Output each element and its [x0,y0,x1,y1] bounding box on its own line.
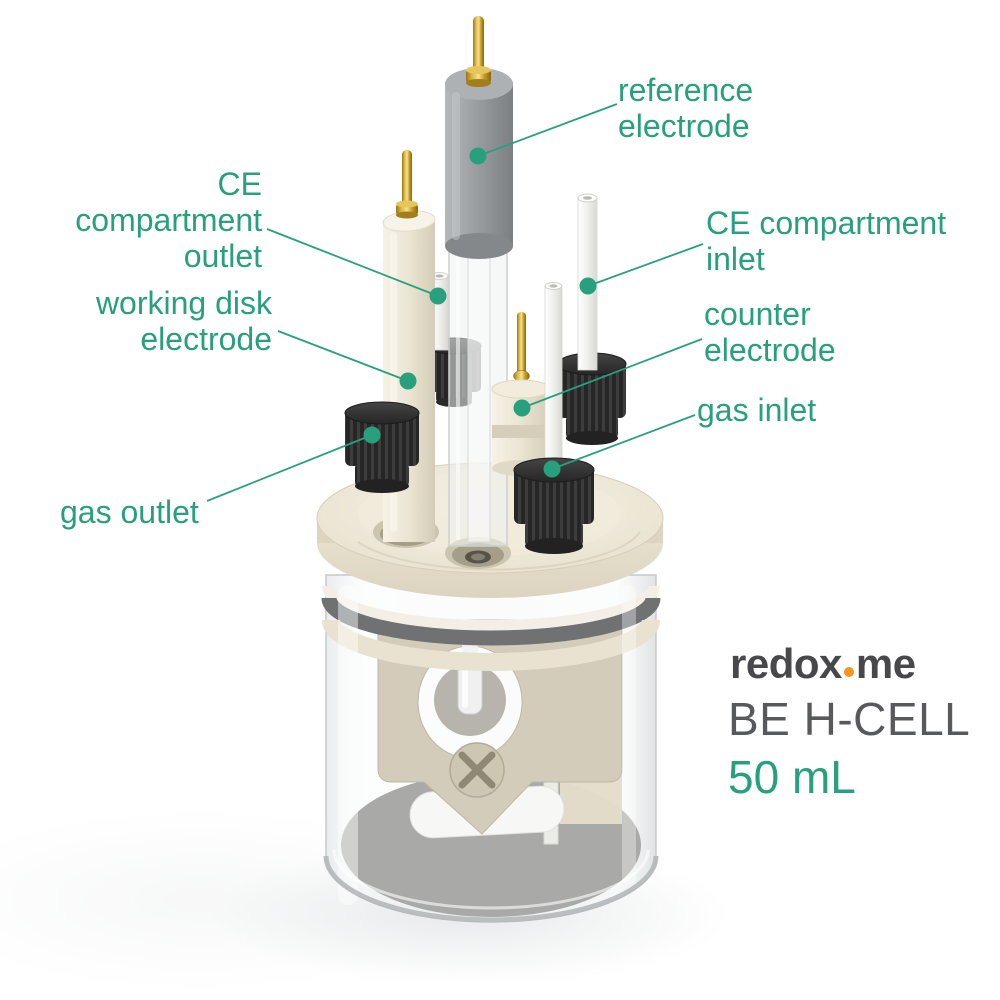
callout-label-reference-electrode: reference electrode [618,72,754,144]
reference-pin [466,16,491,87]
o-ring [321,597,661,646]
product-volume: 50 mL [728,751,856,803]
callout-line-ce-outlet [266,228,439,297]
reference-glass-tube [448,245,508,547]
callout-dot-gas-outlet [363,426,381,444]
callout-line-gas-outlet [206,434,373,502]
logo-dot [843,667,854,677]
callout-line-working [277,330,409,382]
callout-line-gas-inlet [551,414,696,470]
callout-label-working-disk-electrode: working disk electrode [95,285,272,357]
product-name: BE H-CELL [728,693,971,745]
brand-logo-text-right: me [855,640,916,687]
callout-dot-ce-inlet [579,277,597,295]
callout-label-ce-compartment-outlet: CE compartment outlet [75,166,262,274]
reference-electrode-body [445,16,513,259]
lid-skirt-ring [322,585,660,632]
callout-label-gas-inlet: gas inlet [697,392,817,428]
screw [449,742,505,798]
callout-dot-reference [469,147,487,165]
callout-label-counter-electrode: counter electrode [704,296,836,368]
callout-dot-counter [513,399,531,417]
callout-label-gas-outlet: gas outlet [60,494,199,530]
leader-lines [206,103,704,502]
working-pin [396,150,418,219]
callout-line-reference [477,103,618,157]
gas-outlet-cap [344,401,420,493]
callout-line-counter [521,338,703,409]
ce-inlet-cap [557,352,627,445]
glass-vessel [321,574,661,923]
callout-dot-gas-inlet [543,460,561,478]
callout-dot-working [399,372,417,390]
callout-dot-ce-outlet [429,287,447,305]
brand-logo-text-left: redox [730,640,842,687]
clamp-ring [322,618,660,671]
callout-label-ce-compartment-inlet: CE compartment inlet [706,205,947,277]
gas-inlet-tube [544,282,563,471]
callout-line-ce-inlet [587,243,704,287]
